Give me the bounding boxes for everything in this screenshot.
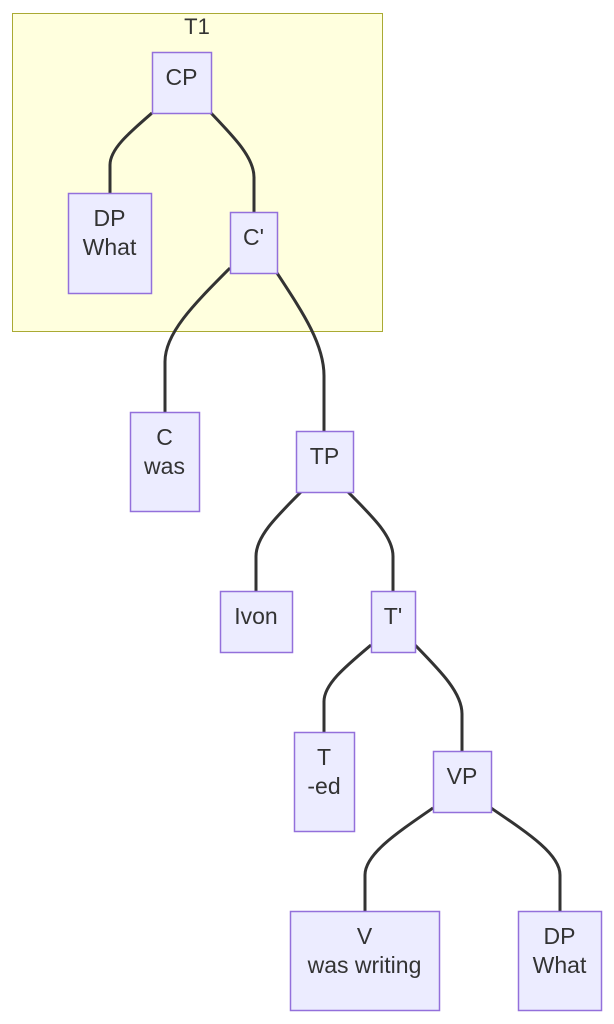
node-box [432,750,493,814]
edge-tbar-to-vp [413,643,464,751]
node-box [517,910,603,1012]
node-box [129,411,201,513]
node-box [151,51,213,115]
node-word: -ed [307,773,340,799]
node-label: V [357,923,373,949]
node-label: T' [384,603,402,629]
node-dp2[interactable]: DP What [517,910,603,1012]
node-dp1[interactable]: DP What [67,192,153,295]
node-box [295,430,355,494]
edge-tp-to-tbar [346,490,395,591]
node-box [293,731,356,833]
node-label: T [317,744,331,770]
edge-vp-to-dp2 [490,806,562,911]
node-label: Ivon [234,603,277,629]
edge-cbar-to-tp [275,272,326,431]
node-label: DP [94,205,126,231]
node-box [219,590,294,654]
node-tbar[interactable]: T' [370,590,417,654]
node-label: DP [544,923,576,949]
node-box [370,590,417,654]
edge-cp-to-dp1 [108,111,153,193]
node-word: was [143,453,185,479]
node-label: CP [166,64,198,90]
node-tp[interactable]: TP [295,430,355,494]
edge-tp-to-ivon [254,490,303,591]
edge-cp-to-cbar [209,111,256,212]
subgraph-t1-label: T1 [184,14,210,39]
node-label: VP [447,763,478,789]
node-box [67,192,153,295]
node-word: What [83,234,137,260]
node-label: C' [243,224,264,250]
node-label: TP [310,443,339,469]
edge-tbar-to-t [322,643,372,732]
node-ivon[interactable]: Ivon [219,590,294,654]
node-label: C [156,424,173,450]
edge-cbar-to-c [163,266,232,412]
node-t[interactable]: T -ed [293,731,356,833]
node-vp[interactable]: VP [432,750,493,814]
node-cbar[interactable]: C' [229,211,279,275]
node-box [289,910,441,1012]
node-word: was writing [307,952,422,978]
edge-vp-to-v [363,806,434,911]
node-cp[interactable]: CP [151,51,213,115]
node-box [229,211,279,275]
node-word: What [533,952,587,978]
edges [108,111,562,911]
